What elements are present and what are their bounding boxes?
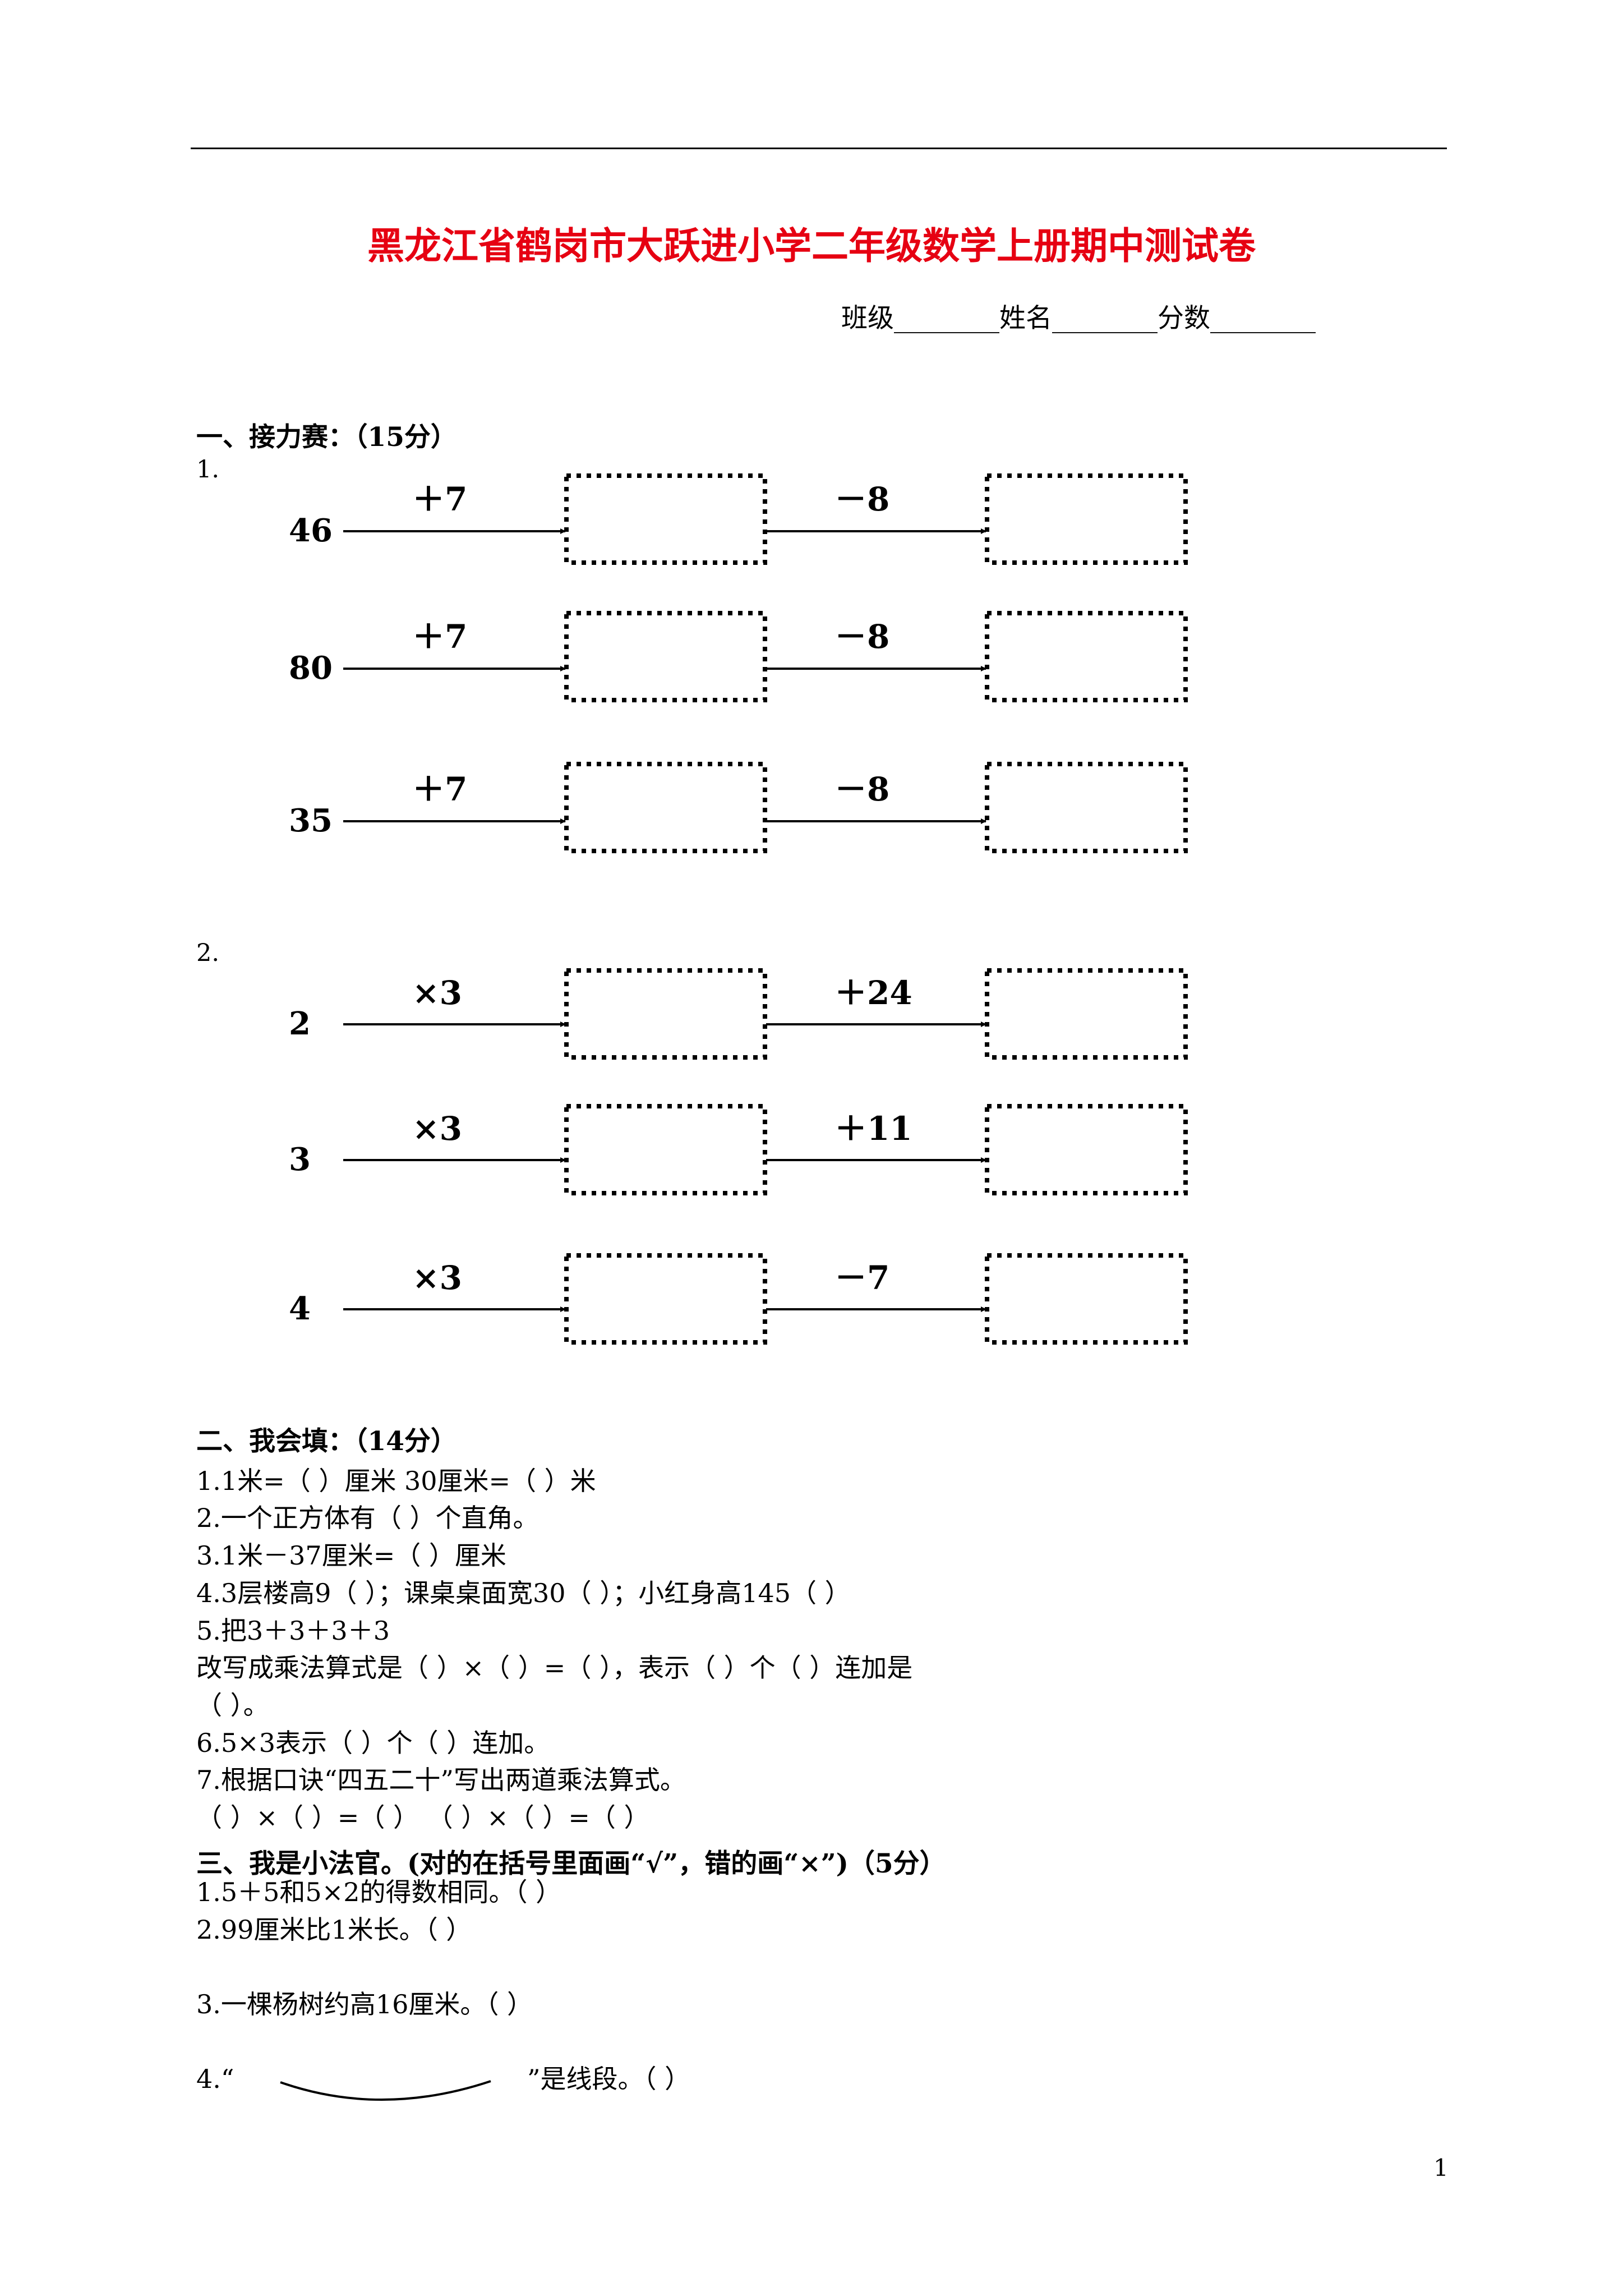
p2-row3-answer-box-1[interactable]	[564, 1253, 767, 1345]
p2-row3-start-number: 4	[289, 1290, 311, 1327]
fill-line-2: 2.一个正方体有（ ）个直角。	[196, 1503, 539, 1533]
fill-line-8: 6.5×3表示（ ）个（ ）连加。	[196, 1728, 550, 1758]
p2-row1-answer-box-1[interactable]	[564, 968, 767, 1060]
judge-item-2: 2.99厘米比1米长。（ ）	[196, 1915, 472, 1945]
p2-row2-operation-2: ＋11	[834, 1110, 912, 1148]
p2-row2-operation-1: ×3	[412, 1110, 462, 1148]
section2-heading: 二、我会填：（14分）	[196, 1426, 457, 1457]
fill-line-5: 5.把3＋3＋3＋3	[196, 1616, 390, 1646]
p2-row3-answer-box-2[interactable]	[985, 1253, 1188, 1345]
p1-row2-operation-2: －8	[834, 618, 889, 656]
fill-line-4: 4.3层楼高9（ ）；课桌桌面宽30（ ）；小红身高145（ ）	[196, 1578, 851, 1608]
p1-row1-start-number: 46	[289, 512, 333, 549]
judge-item-3: 3.一棵杨树约高16厘米。（ ）	[196, 1989, 533, 2019]
p1-row1-operation-2: －8	[834, 480, 889, 518]
fill-line-7: （ ）。	[196, 1690, 269, 1720]
judge-item-1: 1.5＋5和5×2的得数相同。（ ）	[196, 1877, 562, 1907]
p1-row1-answer-box-1[interactable]	[564, 473, 767, 565]
p1-row3-answer-box-1[interactable]	[564, 762, 767, 853]
section3-heading: 三、我是小法官。(对的在括号里面画“√”，错的画“×”)（5分）	[196, 1848, 946, 1879]
student-info: 班级________姓名________分数________	[841, 303, 1316, 334]
p1-row3-operation-2: －8	[834, 770, 889, 808]
p1-row2-answer-box-1[interactable]	[564, 611, 767, 702]
p2-row2-answer-box-2[interactable]	[985, 1104, 1188, 1195]
p2-row1-operation-2: ＋24	[834, 974, 912, 1012]
p1-row3-start-number: 35	[289, 802, 333, 839]
judge-item-4-label: 4.“	[196, 2064, 234, 2094]
p2-row1-operation-1: ×3	[412, 974, 462, 1012]
fill-line-6: 改写成乘法算式是（ ）×（ ）=（ ），表示（ ）个（ ）连加是	[196, 1653, 913, 1683]
p1-row3-answer-box-2[interactable]	[985, 762, 1188, 853]
p2-row2-start-number: 3	[289, 1141, 311, 1178]
p1-row3-operation-1: ＋7	[412, 770, 467, 808]
p1-row2-start-number: 80	[289, 650, 333, 687]
p1-row2-answer-box-2[interactable]	[985, 611, 1188, 702]
header-rule	[191, 148, 1447, 149]
page-number: 1	[1433, 2154, 1449, 2182]
p1-row2-operation-1: ＋7	[412, 618, 467, 656]
curve-figure	[280, 2080, 491, 2101]
judge-item-4-suffix: ”是线段。（ ）	[527, 2064, 691, 2094]
p2-row1-start-number: 2	[289, 1005, 311, 1042]
p2-row2-answer-box-1[interactable]	[564, 1104, 767, 1195]
fill-line-3: 3.1米－37厘米=（ ）厘米	[196, 1540, 506, 1571]
page-title: 黑龙江省鹤岗市大跃进小学二年级数学上册期中测试卷	[367, 224, 1256, 268]
p2-row1-answer-box-2[interactable]	[985, 968, 1188, 1060]
part2-label: 2.	[196, 939, 220, 967]
section1-heading: 一、接力赛：（15分）	[196, 422, 457, 453]
p1-row1-answer-box-2[interactable]	[985, 473, 1188, 565]
fill-line-1: 1.1米=（ ）厘米 30厘米=（ ）米	[196, 1466, 596, 1496]
fill-line-10: （ ）×（ ）=（ ） （ ）×（ ）=（ ）	[196, 1802, 650, 1833]
p2-row3-operation-1: ×3	[412, 1259, 462, 1297]
fill-line-9: 7.根据口诀“四五二十”写出两道乘法算式。	[196, 1765, 686, 1795]
p2-row3-operation-2: －7	[834, 1259, 889, 1297]
relay-diagram: 46 ＋7 －8 80 ＋7 －8 35 ＋7 －8 2 ×3 ＋24 3 ×3 ＋11 4 ×3 －7	[289, 473, 1188, 1345]
part1-label: 1.	[196, 455, 220, 484]
p1-row1-operation-1: ＋7	[412, 480, 467, 518]
